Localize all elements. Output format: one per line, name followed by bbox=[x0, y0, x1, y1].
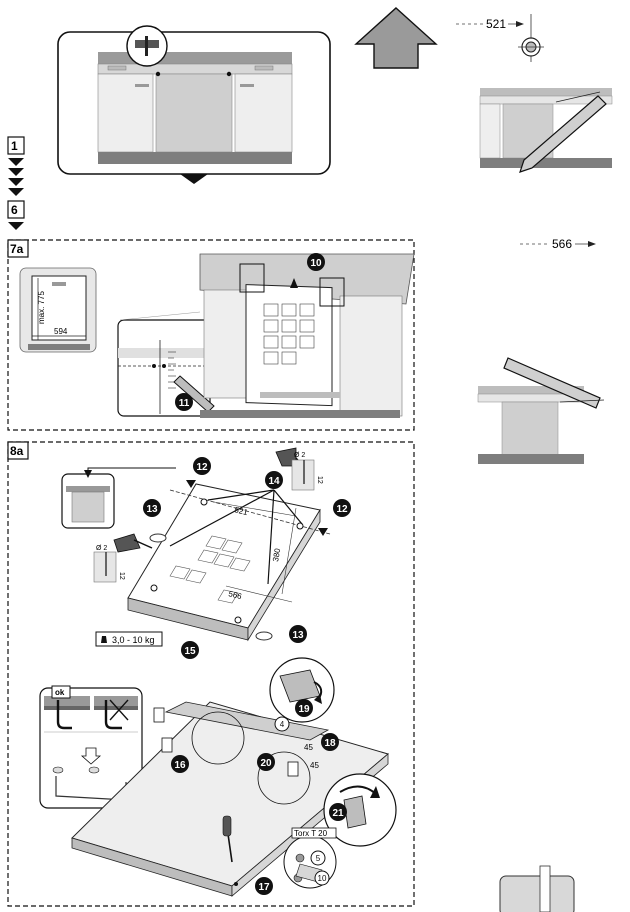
marking-detail-bottom bbox=[477, 357, 605, 464]
dimension-566-label: 566 bbox=[552, 237, 572, 251]
weight-label: 3,0 - 10 kg bbox=[112, 635, 155, 645]
template-521-label: 521 bbox=[234, 505, 250, 517]
marking-detail-top bbox=[479, 88, 613, 173]
weight-label-box bbox=[95, 631, 163, 647]
marking-zoom-detail bbox=[117, 311, 215, 417]
callout-4: 4 bbox=[280, 720, 285, 729]
section-8a-frame bbox=[7, 441, 415, 907]
callout-17: 17 bbox=[258, 882, 270, 893]
torx-label: Torx T 20 bbox=[294, 829, 328, 838]
width-594-label: 594 bbox=[54, 327, 68, 336]
callout-15: 15 bbox=[184, 646, 196, 657]
callout-21: 21 bbox=[332, 808, 344, 819]
callout-16: 16 bbox=[174, 760, 186, 771]
callout-13b: 13 bbox=[292, 630, 304, 641]
callout-13a: 13 bbox=[146, 504, 158, 515]
detail-circle-19 bbox=[269, 657, 335, 723]
drill-depth-left: 12 bbox=[118, 572, 125, 580]
callout-10b: 10 bbox=[318, 874, 327, 883]
callout-11: 11 bbox=[179, 398, 190, 409]
door-panel-with-template bbox=[127, 483, 331, 642]
template-on-niche bbox=[199, 253, 415, 418]
drill-right bbox=[275, 447, 315, 491]
ok-label: ok bbox=[55, 688, 65, 697]
detail-circle-21 bbox=[323, 773, 397, 847]
section-7a-frame bbox=[7, 239, 415, 431]
drill-depth-right: 12 bbox=[316, 476, 323, 484]
template-566-label: 566 bbox=[228, 589, 244, 601]
callout-10: 10 bbox=[310, 258, 322, 269]
partial-figure bbox=[499, 865, 575, 912]
callout-20: 20 bbox=[260, 758, 272, 769]
step-6-label: 6 bbox=[11, 203, 18, 217]
drill-left bbox=[93, 533, 153, 583]
step-7a-label: 7a bbox=[10, 242, 24, 256]
max-height-label: max. 775 bbox=[37, 291, 46, 324]
screw-parts bbox=[149, 480, 328, 641]
drill-diameter-left: Ø 2 bbox=[96, 545, 107, 552]
drill-diameter-right: Ø 2 bbox=[294, 452, 305, 459]
measure-marker-566 bbox=[520, 241, 596, 247]
niche-overview bbox=[57, 25, 331, 184]
callout-5: 5 bbox=[316, 854, 321, 863]
dimension-521-label: 521 bbox=[486, 17, 506, 31]
angle-45-b: 45 bbox=[310, 761, 319, 770]
niche-dimension-detail bbox=[19, 267, 97, 353]
step-sequence bbox=[7, 136, 25, 230]
up-arrow-icon bbox=[354, 7, 438, 69]
callout-14: 14 bbox=[268, 476, 280, 487]
callout-12a: 12 bbox=[196, 462, 208, 473]
callout-12b: 12 bbox=[336, 504, 348, 515]
measure-marker-521 bbox=[456, 14, 544, 62]
ok-notok-detail bbox=[39, 685, 143, 809]
callout-18: 18 bbox=[324, 738, 336, 749]
template-placement-detail bbox=[61, 467, 176, 529]
template-380-label: 380 bbox=[271, 547, 282, 562]
angle-45-a: 45 bbox=[304, 743, 313, 752]
callout-19: 19 bbox=[298, 704, 310, 715]
step-8a-label: 8a bbox=[10, 444, 24, 458]
step-1-label: 1 bbox=[11, 139, 18, 153]
